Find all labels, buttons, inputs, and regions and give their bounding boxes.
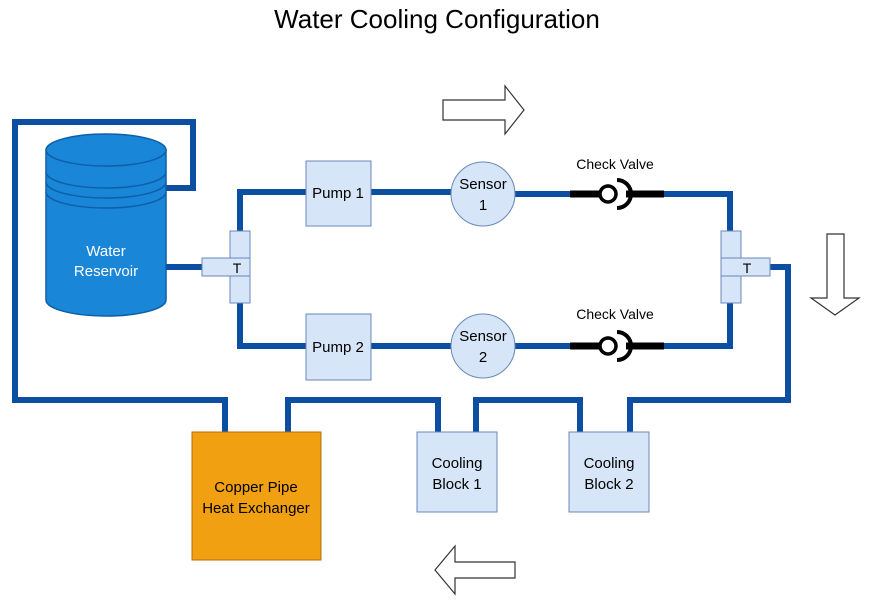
cooling-block-2: Cooling Block 2	[568, 431, 650, 513]
heat-exchanger-label-line1: Copper Pipe	[214, 479, 297, 496]
pipe-block1-to-exchanger	[285, 397, 441, 432]
heat-exchanger: Copper Pipe Heat Exchanger	[191, 431, 322, 561]
pipe-top-branch-right	[664, 191, 733, 232]
heat-exchanger-label-line2: Heat Exchanger	[202, 500, 310, 517]
pipe-top-branch-left	[237, 189, 307, 232]
pipe-return-loop	[12, 119, 228, 432]
pipe-block2-to-block1	[473, 397, 583, 432]
pump-1-label: Pump 1	[312, 185, 364, 202]
check-valve-bottom-label: Check Valve	[576, 306, 654, 322]
tee-right: T	[720, 230, 771, 304]
check-valve-top: Check Valve	[576, 156, 654, 210]
pipe-right-tee-outlet	[627, 264, 791, 432]
check-valve-bottom-ball-icon	[598, 336, 618, 356]
sensor-2-label-line1: Sensor	[459, 328, 507, 345]
tee-left-label: T	[233, 260, 242, 276]
pipe-bottom-branch-right	[664, 302, 733, 349]
sensor-1: Sensor 1	[450, 161, 516, 227]
cooling-block-1-label-line1: Cooling	[432, 455, 483, 472]
pump-2-label: Pump 2	[312, 339, 364, 356]
sensor-1-label-line1: Sensor	[459, 176, 507, 193]
check-valve-top-seat-icon	[616, 178, 633, 210]
pump-1: Pump 1	[305, 160, 372, 227]
pump-2: Pump 2	[305, 313, 372, 381]
cooling-block-1: Cooling Block 1	[416, 431, 498, 513]
flow-arrow-left-icon	[434, 544, 516, 596]
sensor-1-label-line2: 1	[479, 197, 487, 214]
cooling-block-2-label-line2: Block 2	[584, 476, 633, 493]
water-reservoir: Water Reservoir	[45, 133, 167, 317]
reservoir-label-line1: Water	[86, 243, 125, 260]
sensor-2: Sensor 2	[450, 313, 516, 379]
tee-left: T	[201, 230, 251, 304]
tee-right-label: T	[743, 260, 752, 276]
check-valve-top-ball-icon	[598, 184, 618, 204]
reservoir-label-line2: Reservoir	[74, 263, 138, 280]
check-valve-bottom: Check Valve	[576, 306, 654, 362]
pipe-bottom-branch-left	[237, 302, 307, 349]
check-valve-bottom-seat-icon	[616, 330, 633, 362]
diagram-title: Water Cooling Configuration	[274, 4, 600, 34]
cooling-block-1-label-line2: Block 1	[432, 476, 481, 493]
check-valve-top-label: Check Valve	[576, 156, 654, 172]
check-valve-pipes	[570, 190, 664, 350]
pipe-network	[12, 119, 791, 432]
flow-arrow-down-icon	[809, 233, 861, 316]
sensor-2-label-line2: 2	[479, 349, 487, 366]
cooling-block-2-label-line1: Cooling	[584, 455, 635, 472]
flow-arrow-right-icon	[442, 84, 525, 136]
